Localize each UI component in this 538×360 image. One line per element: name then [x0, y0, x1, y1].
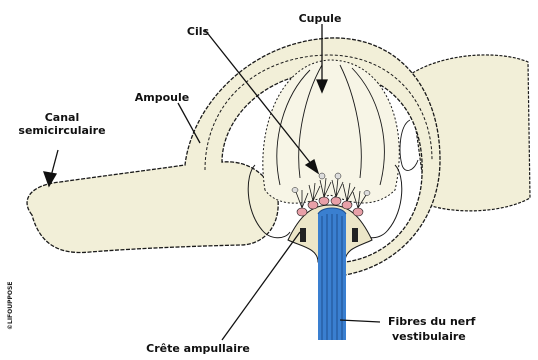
label-cupule: Cupule	[299, 12, 342, 25]
label-ampoule: Ampoule	[135, 91, 189, 104]
credit-text: ©LIFOUPPOSE	[7, 282, 14, 330]
label-canal-line2: semicirculaire	[18, 124, 105, 137]
label-fibres-line2: vestibulaire	[392, 330, 466, 343]
label-fibres-line1: Fibres du nerf	[388, 315, 476, 328]
label-crete: Crête ampullaire	[146, 342, 250, 355]
label-cils: Cils	[187, 25, 210, 38]
label-canal-line1: Canal	[45, 111, 80, 124]
